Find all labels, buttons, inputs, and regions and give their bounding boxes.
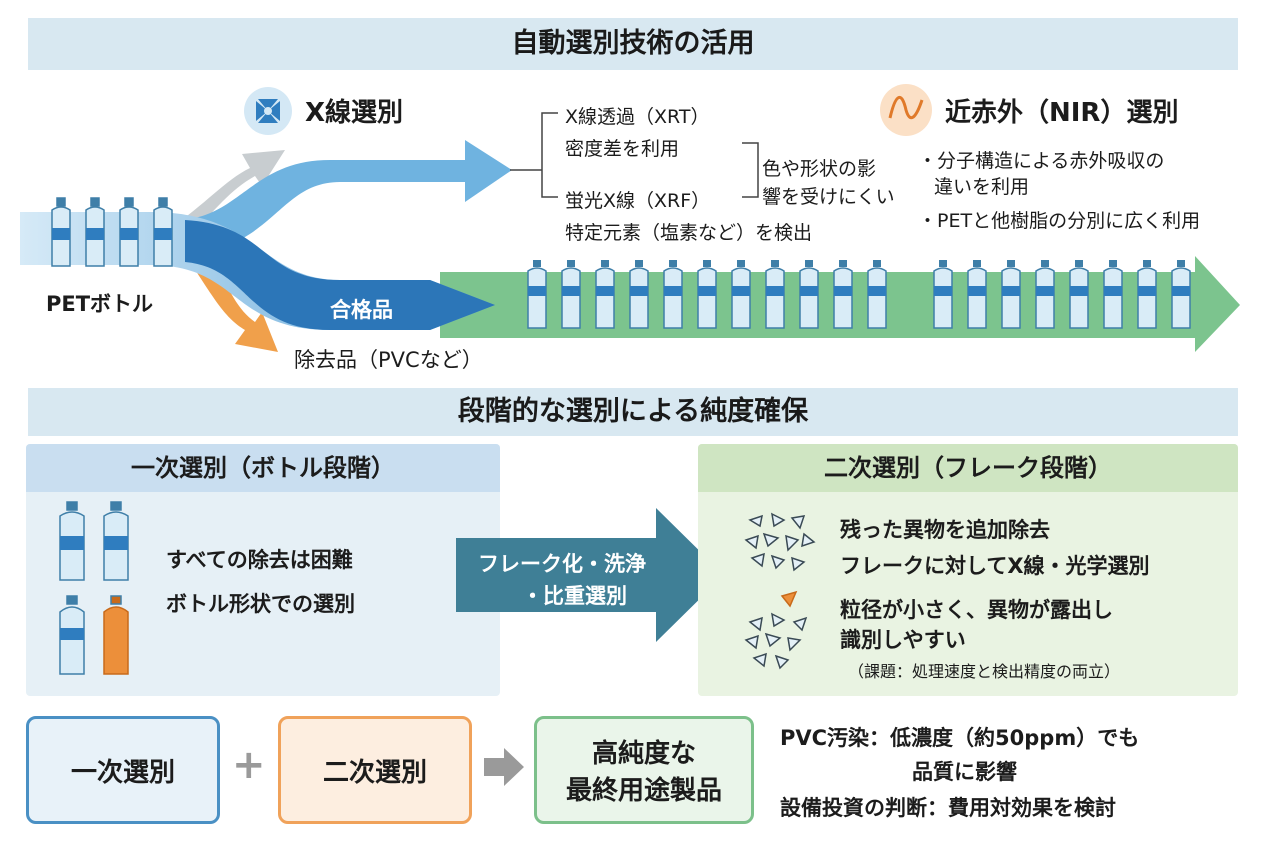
nir-bullet-2: ・PETと他樹脂の分別に広く利用: [918, 210, 1201, 232]
investment-note: 設備投資の判断：費用対効果を検討: [780, 796, 1116, 820]
passed-bottle: [561, 260, 581, 329]
passed-bottle: [799, 260, 819, 329]
result-line-2: 最終用途製品: [565, 776, 722, 806]
secondary-sorting-heading: 二次選別（フレーク段階）: [698, 444, 1238, 492]
xray-title: X線選別: [305, 98, 404, 128]
section-title-staged-sorting: 段階的な選別による純度確保: [28, 388, 1238, 436]
secondary-sorting-panel: 二次選別（フレーク段階） 残った異物を追加除去 フレークに対してX線・光学選別 …: [698, 444, 1238, 696]
secondary-sorting-box: 二次選別: [278, 716, 472, 824]
process-arrow: [456, 508, 724, 642]
nir-bullet-1a: ・分子構造による赤外吸収の: [918, 150, 1165, 172]
primary-line-2: ボトル形状での選別: [166, 592, 355, 616]
primary-sorting-heading: 一次選別（ボトル段階）: [26, 444, 500, 492]
pass-label: 合格品: [330, 298, 393, 322]
passed-bottle: [1103, 260, 1123, 329]
pet-bottles-icon: [51, 197, 173, 267]
secondary-line-4: 識別しやすい: [840, 628, 966, 652]
process-line-2: ・比重選別: [522, 584, 627, 608]
shape-note-line-2: 響を受けにくい: [762, 186, 895, 208]
shape-note-line-1: 色や形状の影: [762, 158, 877, 180]
passed-bottle: [697, 260, 717, 329]
xray-icon: [244, 87, 292, 135]
method-brackets: [510, 112, 759, 198]
passed-bottle: [1001, 260, 1021, 329]
xrf-desc: 特定元素（塩素など）を検出: [565, 222, 813, 244]
process-line-1: フレーク化・洗浄: [478, 552, 646, 576]
passed-bottle: [595, 260, 615, 329]
section-title-auto-sorting: 自動選別技術の活用: [28, 18, 1238, 70]
passed-bottle: [833, 260, 853, 329]
light-blue-branch-arrow: [175, 140, 512, 255]
passed-bottle: [1171, 260, 1191, 329]
xrf-name: 蛍光X線（XRF）: [565, 190, 711, 212]
reject-arrow: [190, 258, 278, 352]
reject-label: 除去品（PVCなど）: [294, 348, 483, 372]
pvc-note-line-2: 品質に影響: [912, 760, 1017, 784]
passed-bottle: [765, 260, 785, 329]
passed-bottles-row: [527, 260, 1191, 329]
passed-bottle: [527, 260, 547, 329]
secondary-line-2: フレークに対してX線・光学選別: [840, 554, 1150, 578]
xrt-desc: 密度差を利用: [565, 138, 680, 160]
primary-sorting-panel: 一次選別（ボトル段階） すべての除去は困難 ボトル形状での選別: [26, 444, 500, 696]
primary-line-1: すべての除去は困難: [166, 548, 353, 572]
nir-wave-icon: [880, 84, 932, 136]
passed-bottle: [867, 260, 887, 329]
pet-bottle-label: PETボトル: [46, 292, 154, 316]
passed-bottle: [1137, 260, 1157, 329]
high-purity-result-box: 高純度な 最終用途製品: [534, 716, 754, 824]
secondary-line-1: 残った異物を追加除去: [840, 518, 1050, 542]
passed-bottle: [1069, 260, 1089, 329]
pvc-note-line-1: PVC汚染：低濃度（約50ppm）でも: [780, 726, 1140, 750]
plus-sign: +: [232, 742, 266, 788]
nir-bullet-1b: 違いを利用: [934, 176, 1030, 198]
secondary-note: （課題：処理速度と検出精度の両立）: [848, 662, 1121, 681]
passed-bottle: [731, 260, 751, 329]
passed-bottle: [967, 260, 987, 329]
xrt-name: X線透過（XRT）: [565, 106, 710, 128]
passed-bottle: [663, 260, 683, 329]
passed-bottle: [629, 260, 649, 329]
secondary-line-3: 粒径が小さく、異物が露出し: [840, 598, 1113, 622]
result-line-1: 高純度な: [591, 739, 696, 769]
flakes-icon: [744, 512, 816, 670]
nir-title: 近赤外（NIR）選別: [945, 98, 1179, 128]
primary-sorting-box: 一次選別: [26, 716, 220, 824]
result-arrow-icon: [484, 748, 524, 786]
passed-bottle: [1035, 260, 1055, 329]
primary-bottles-icon: [59, 501, 129, 675]
passed-bottle: [933, 260, 953, 329]
gray-branch-arrow: [170, 150, 285, 236]
